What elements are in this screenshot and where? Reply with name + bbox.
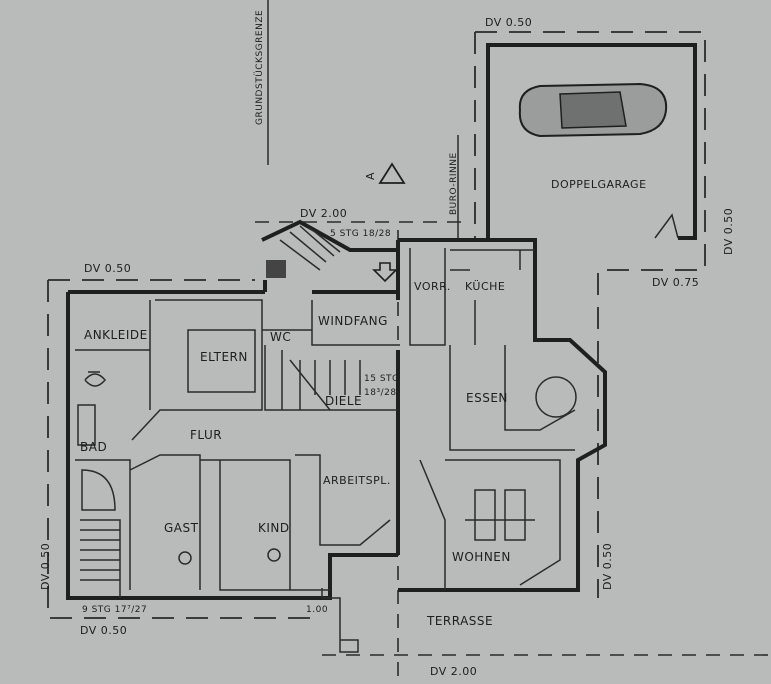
garage-roof-outline (475, 31, 706, 598)
interior-walls-south (75, 454, 391, 591)
label-dv-left-side: DV 0.50 (39, 543, 52, 590)
label-terrasse: TERRASSE (426, 614, 493, 628)
label-dv-top-garage: DV 0.50 (485, 16, 532, 29)
label-stairs-diele-2: 18³/28 (364, 388, 397, 398)
label-drain: BURO-RINNE (449, 152, 459, 215)
garage-walls (486, 43, 697, 240)
label-diele: DIELE (325, 394, 362, 408)
label-dv-entrance: DV 2.00 (300, 207, 347, 220)
label-dv-garage-right: DV 0.50 (722, 208, 735, 255)
label-eltern: ELTERN (200, 350, 248, 364)
label-windfang: WINDFANG (318, 314, 388, 328)
label-stairs-diele-1: 15 STG (364, 374, 400, 384)
label-stairs-bottom: 9 STG 17⁷/27 (82, 605, 147, 615)
bed (187, 329, 256, 393)
dining-table (535, 376, 577, 418)
label-section-a: A (364, 172, 377, 180)
entrance-stair-walls (261, 219, 398, 252)
label-garage: DOPPELGARAGE (551, 178, 647, 191)
section-triangle-icon (378, 162, 406, 184)
label-essen: ESSEN (466, 391, 508, 405)
entrance-grate (266, 260, 286, 278)
sink-gast (178, 551, 192, 565)
kitchen-walls (409, 248, 535, 346)
label-dv-left-top: DV 0.50 (84, 262, 131, 275)
label-arbeitspl: ARBEITSPL. (323, 474, 391, 487)
interior-stairs (289, 359, 361, 411)
label-vorr: VORR. (414, 280, 451, 293)
label-flur: FLUR (190, 428, 222, 442)
label-bad: BAD (80, 440, 107, 454)
living-walls (419, 345, 576, 590)
car-icon (518, 82, 668, 138)
interior-walls-north (75, 299, 400, 441)
label-dim-100: 1.00 (306, 605, 328, 615)
label-dv-bottom-right: DV 2.00 (430, 665, 477, 678)
house-roof-outline (47, 279, 320, 619)
house-walls-left (66, 280, 398, 600)
garage-door-swing (654, 213, 679, 239)
label-wc: WC (270, 330, 291, 344)
house-walls-right (398, 238, 607, 592)
label-ankleide: ANKLEIDE (84, 328, 148, 342)
label-stairs-entrance: 5 STG 18/28 (330, 229, 391, 239)
label-dv-garage-bottom: DV 0.75 (652, 276, 699, 289)
bottom-stairs (80, 519, 121, 598)
sink-kind (267, 548, 281, 562)
label-dv-bottom-left: DV 0.50 (80, 624, 127, 637)
entrance-stairs (279, 225, 341, 271)
label-property-line: GRUNDSTÜCKSGRENZE (254, 10, 265, 125)
label-dv-right-side: DV 0.50 (601, 543, 614, 590)
bath-fixtures (77, 371, 116, 511)
chimney (321, 588, 359, 653)
entrance-arrow-icon (372, 262, 398, 283)
label-kind: KIND (258, 521, 290, 535)
sofa (465, 489, 535, 541)
label-kueche: KÜCHE (465, 280, 505, 293)
label-wohnen: WOHNEN (452, 550, 511, 564)
label-gast: GAST (164, 521, 199, 535)
